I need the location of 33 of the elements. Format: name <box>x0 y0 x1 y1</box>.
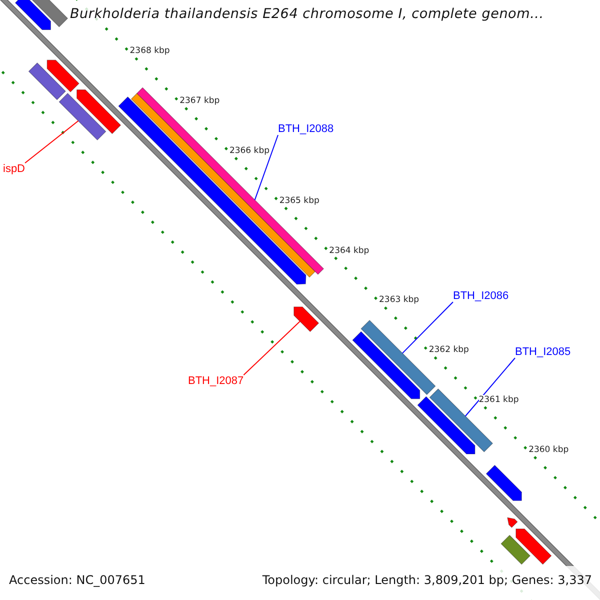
gene-block <box>58 92 106 140</box>
gene-block <box>76 90 122 134</box>
gene-block <box>352 331 420 400</box>
scale-label: 2367 kbp <box>180 96 220 106</box>
scale-label: 2368 kbp <box>130 46 170 56</box>
scale-label: 2365 kbp <box>279 196 320 206</box>
gene-label: BTH_I2085 <box>515 346 571 358</box>
leader-line <box>243 320 300 376</box>
gene-label: ispD <box>3 163 26 175</box>
scale-label: 2366 kbp <box>229 146 270 156</box>
title: Burkholderia thailandensis E264 chromosome I, complete genom... <box>70 6 544 22</box>
gene-block <box>500 534 530 565</box>
leader-line <box>254 134 278 200</box>
leader-line <box>24 120 79 164</box>
gene-label: BTH_I2088 <box>278 123 334 135</box>
gene-label: BTH_I2086 <box>453 290 509 302</box>
scale-label: 2363 kbp <box>379 295 420 306</box>
footer-text: Topology: circular; Length: 3,809,201 bp; Genes: 3,337 <box>262 573 592 587</box>
gene-block <box>294 306 320 332</box>
scale-label: 2364 kbp <box>329 246 370 256</box>
gene-label: BTH_I2087 <box>188 375 244 387</box>
gene-block <box>14 0 51 30</box>
gene-block <box>46 60 80 92</box>
footer-text: Accession: NC_007651 <box>9 573 146 587</box>
scale-label: 2360 kbp <box>528 445 569 456</box>
gene-block <box>417 396 476 454</box>
gene-block <box>486 464 522 501</box>
leader-line <box>402 302 454 354</box>
gene-block <box>28 62 66 100</box>
scale-label: 2362 kbp <box>428 345 469 356</box>
scale-label: 2361 kbp <box>478 395 519 406</box>
gene-block <box>507 517 518 528</box>
leader-line <box>464 358 516 417</box>
